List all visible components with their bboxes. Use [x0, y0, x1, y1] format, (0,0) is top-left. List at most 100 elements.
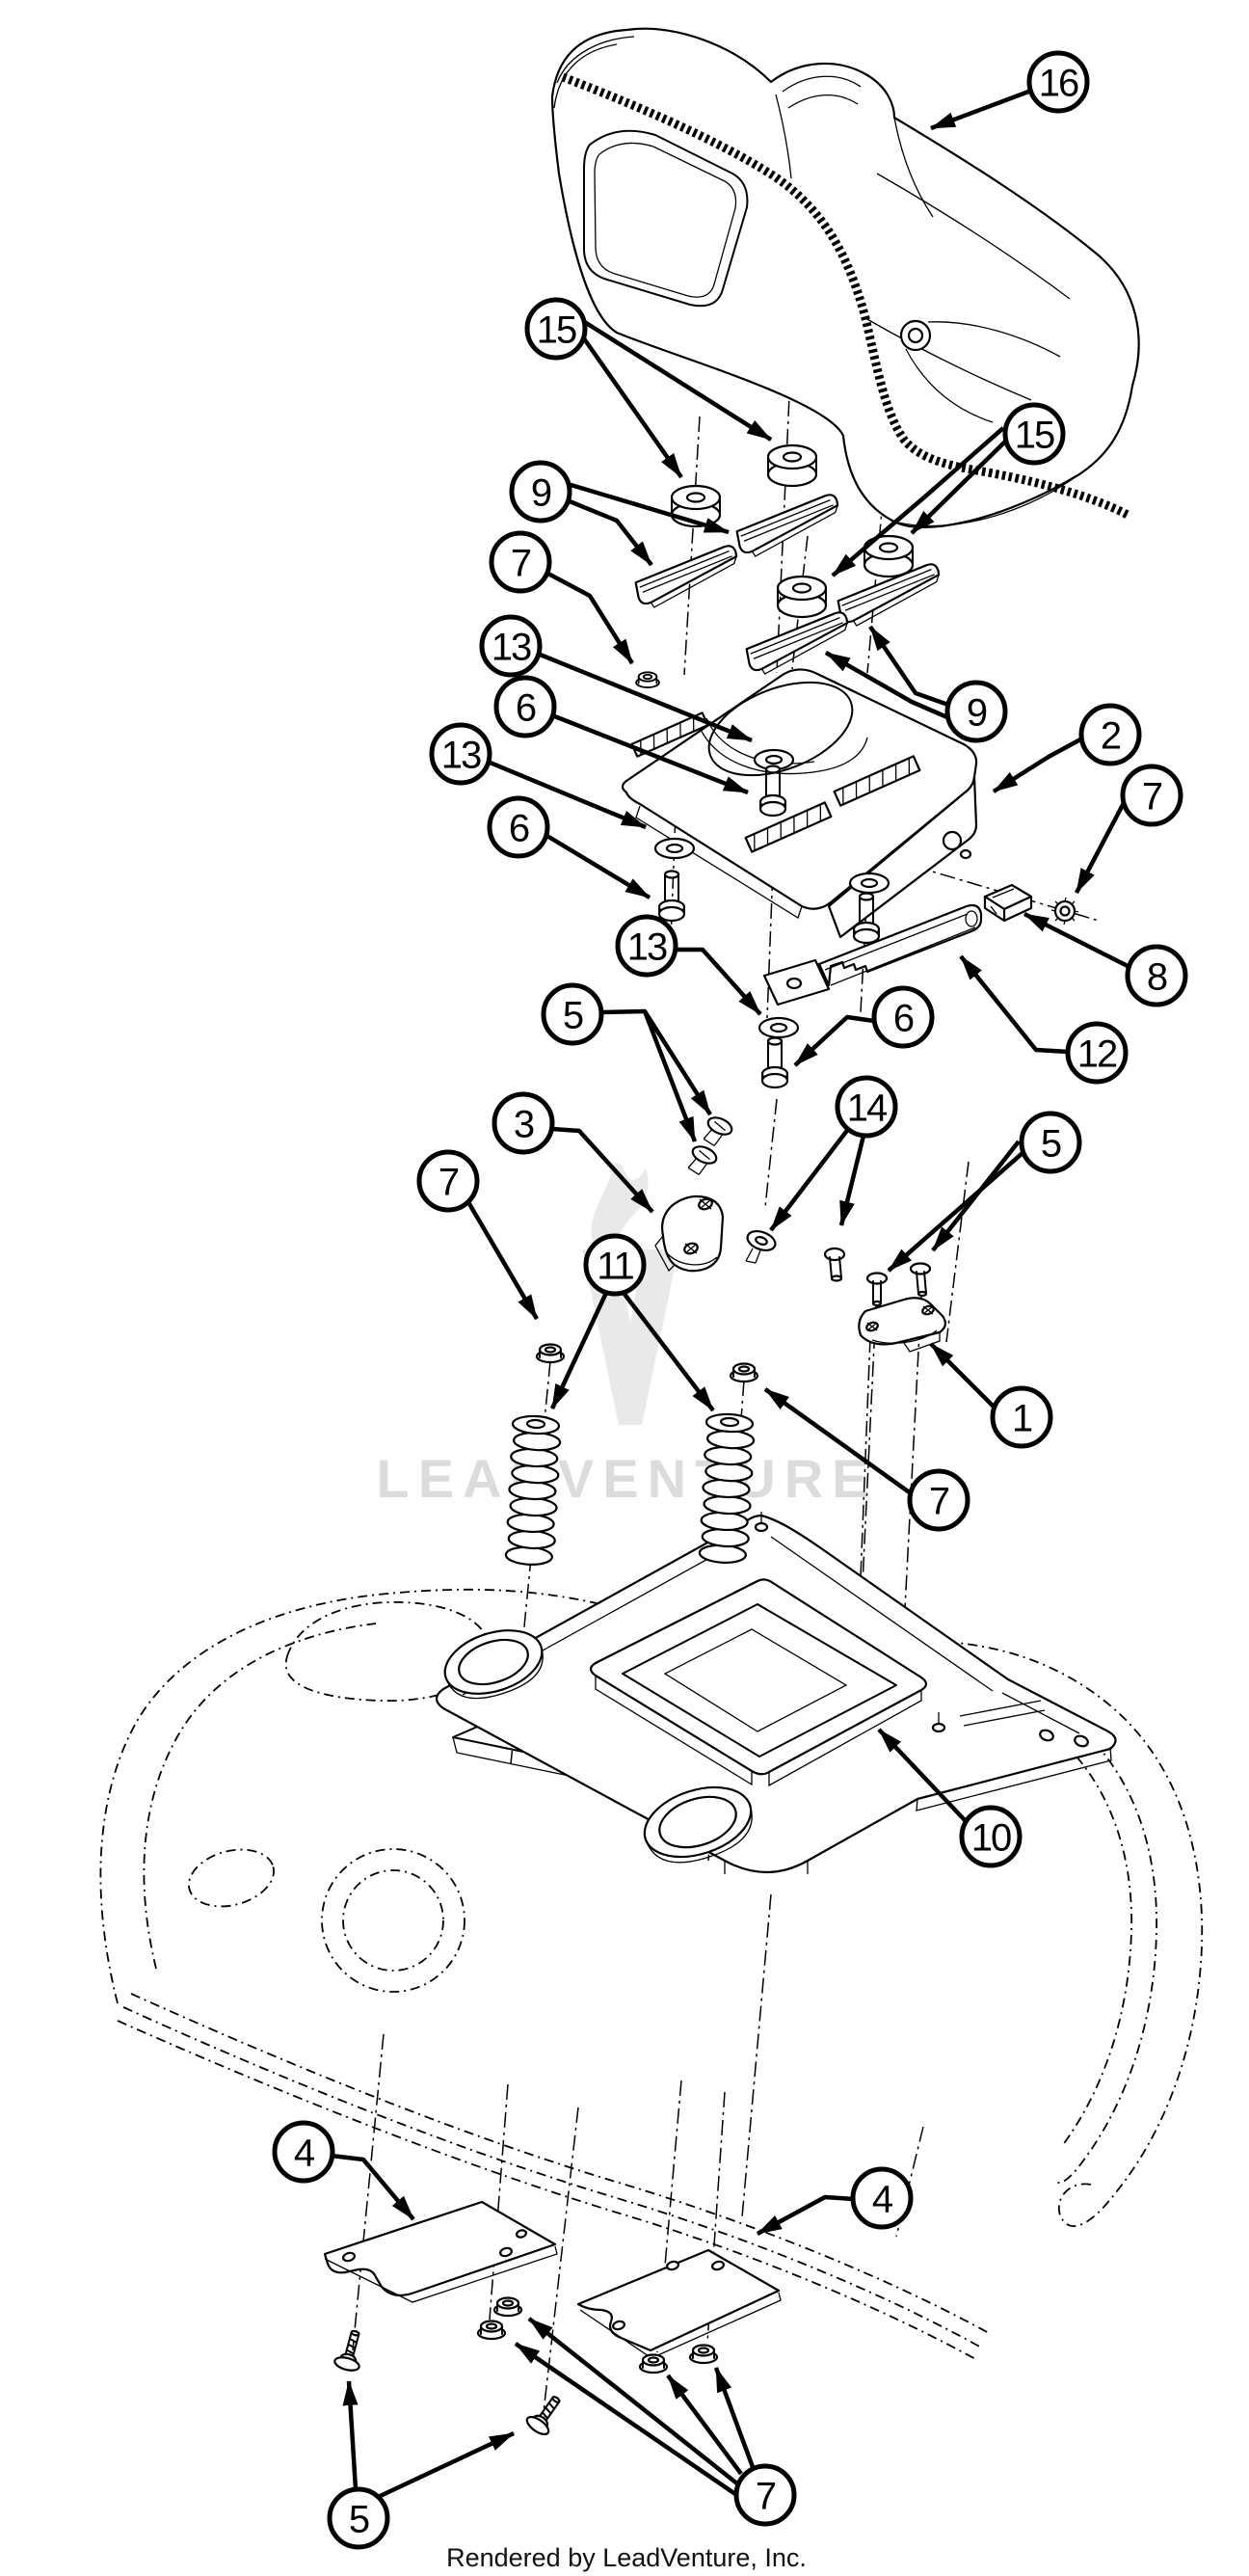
callout-circle-9	[944, 680, 1008, 743]
callout-circle-7	[489, 530, 552, 594]
callout-circle-15	[1002, 402, 1066, 466]
callout-9: 9	[824, 625, 1008, 743]
flat-washer	[653, 837, 696, 860]
callout-circle-5	[327, 2486, 390, 2550]
callout-7: 7	[1075, 764, 1183, 895]
callout-7: 7	[416, 1149, 539, 1321]
flange-nut	[492, 2296, 523, 2318]
callout-7: 7	[514, 2317, 797, 2527]
leadventure-logo	[582, 1163, 678, 1425]
flat-washer	[757, 1016, 800, 1039]
flange-nut	[638, 2353, 669, 2375]
callout-circle-6	[487, 795, 550, 859]
spring	[698, 1411, 757, 1566]
callout-label-6: 6	[509, 807, 529, 849]
seat-plate	[621, 668, 978, 939]
callout-6: 6	[493, 675, 749, 795]
callout-6: 6	[793, 985, 935, 1067]
callout-label-13: 13	[492, 626, 531, 668]
callout-label-9: 9	[531, 471, 551, 514]
callout-label-15: 15	[1015, 414, 1054, 456]
flange-nut	[729, 1362, 759, 1383]
callout-label-13: 13	[627, 926, 667, 968]
callout-label-9: 9	[967, 691, 987, 734]
callout-label-14: 14	[847, 1087, 888, 1129]
slide-clip	[983, 883, 1033, 923]
spring	[504, 1413, 563, 1568]
callout-circle-9	[509, 460, 572, 523]
callout-label-7: 7	[511, 542, 531, 584]
adjuster-rail	[762, 903, 983, 1006]
pivot-bracket-right	[858, 1297, 946, 1353]
flange-nut	[476, 2320, 507, 2341]
flat-washer	[848, 872, 890, 895]
callout-5: 5	[887, 1111, 1082, 1273]
callout-3: 3	[492, 1091, 654, 1214]
callout-label-11: 11	[597, 1245, 633, 1287]
callout-label-7: 7	[438, 1161, 459, 1203]
callout-label-4: 4	[872, 2178, 893, 2220]
shoulder-bolt	[823, 1247, 846, 1282]
callout-circle-12	[1065, 1021, 1129, 1085]
seat-zipper-trim	[561, 72, 1132, 520]
callout-6: 6	[487, 795, 651, 899]
callout-label-2: 2	[1101, 714, 1121, 757]
callout-label-5: 5	[563, 994, 583, 1036]
callout-circle-13	[615, 914, 678, 978]
callout-label-3: 3	[514, 1103, 534, 1145]
small-nut	[635, 671, 660, 688]
flange-nut	[688, 2344, 719, 2365]
callout-circle-7	[733, 2463, 797, 2527]
callout-1: 1	[929, 1342, 1053, 1449]
callout-circle-6	[493, 675, 557, 738]
callout-label-16: 16	[1039, 62, 1078, 104]
callout-circle-1	[990, 1385, 1053, 1449]
callout-circle-14	[835, 1075, 898, 1139]
callout-2: 2	[992, 703, 1142, 793]
callout-circle-6	[871, 985, 935, 1049]
spacer	[766, 443, 818, 488]
callout-label-4: 4	[294, 2132, 315, 2174]
callout-15: 15	[831, 402, 1066, 577]
callout-circle-10	[959, 1805, 1023, 1868]
lock-nut	[1050, 896, 1080, 926]
callout-label-6: 6	[516, 686, 536, 729]
callout-15: 15	[524, 297, 773, 479]
callout-circle-5	[541, 982, 604, 1046]
callout-13: 13	[615, 914, 762, 1016]
callout-circle-5	[1019, 1111, 1082, 1174]
callout-circle-4	[850, 2166, 914, 2230]
callout-14: 14	[769, 1075, 898, 1232]
callout-11: 11	[549, 1233, 715, 1412]
callout-5: 5	[327, 2380, 515, 2550]
spacer	[776, 575, 828, 619]
slide-rail	[742, 608, 856, 680]
callout-circle-7	[907, 1468, 970, 1532]
callout-circle-13	[479, 614, 543, 678]
carriage-bolt	[865, 1272, 889, 1307]
callout-label-10: 10	[971, 1816, 1011, 1859]
callout-circle-16	[1026, 50, 1090, 114]
callout-label-7: 7	[1142, 775, 1162, 818]
callout-5: 5	[541, 982, 712, 1142]
flat-head-screw	[683, 1141, 721, 1180]
callout-circle-3	[492, 1091, 555, 1155]
mount-plate-left	[323, 2200, 558, 2303]
slide-rail	[631, 542, 745, 613]
callout-7: 7	[489, 530, 634, 665]
callout-16: 16	[930, 50, 1090, 131]
callout-circle-7	[416, 1149, 480, 1213]
flange-screw	[332, 2326, 369, 2375]
callout-circle-15	[524, 297, 588, 361]
seat	[550, 27, 1140, 528]
callout-label-5: 5	[1041, 1122, 1061, 1165]
watermark-text: LEADVENTURE	[376, 1448, 876, 1509]
callout-circle-11	[583, 1233, 647, 1297]
callout-13: 13	[479, 614, 753, 743]
seat-pan	[435, 1512, 1117, 1874]
callout-4: 4	[756, 2166, 914, 2236]
callout-10: 10	[877, 1728, 1023, 1868]
callout-label-6: 6	[893, 997, 914, 1039]
